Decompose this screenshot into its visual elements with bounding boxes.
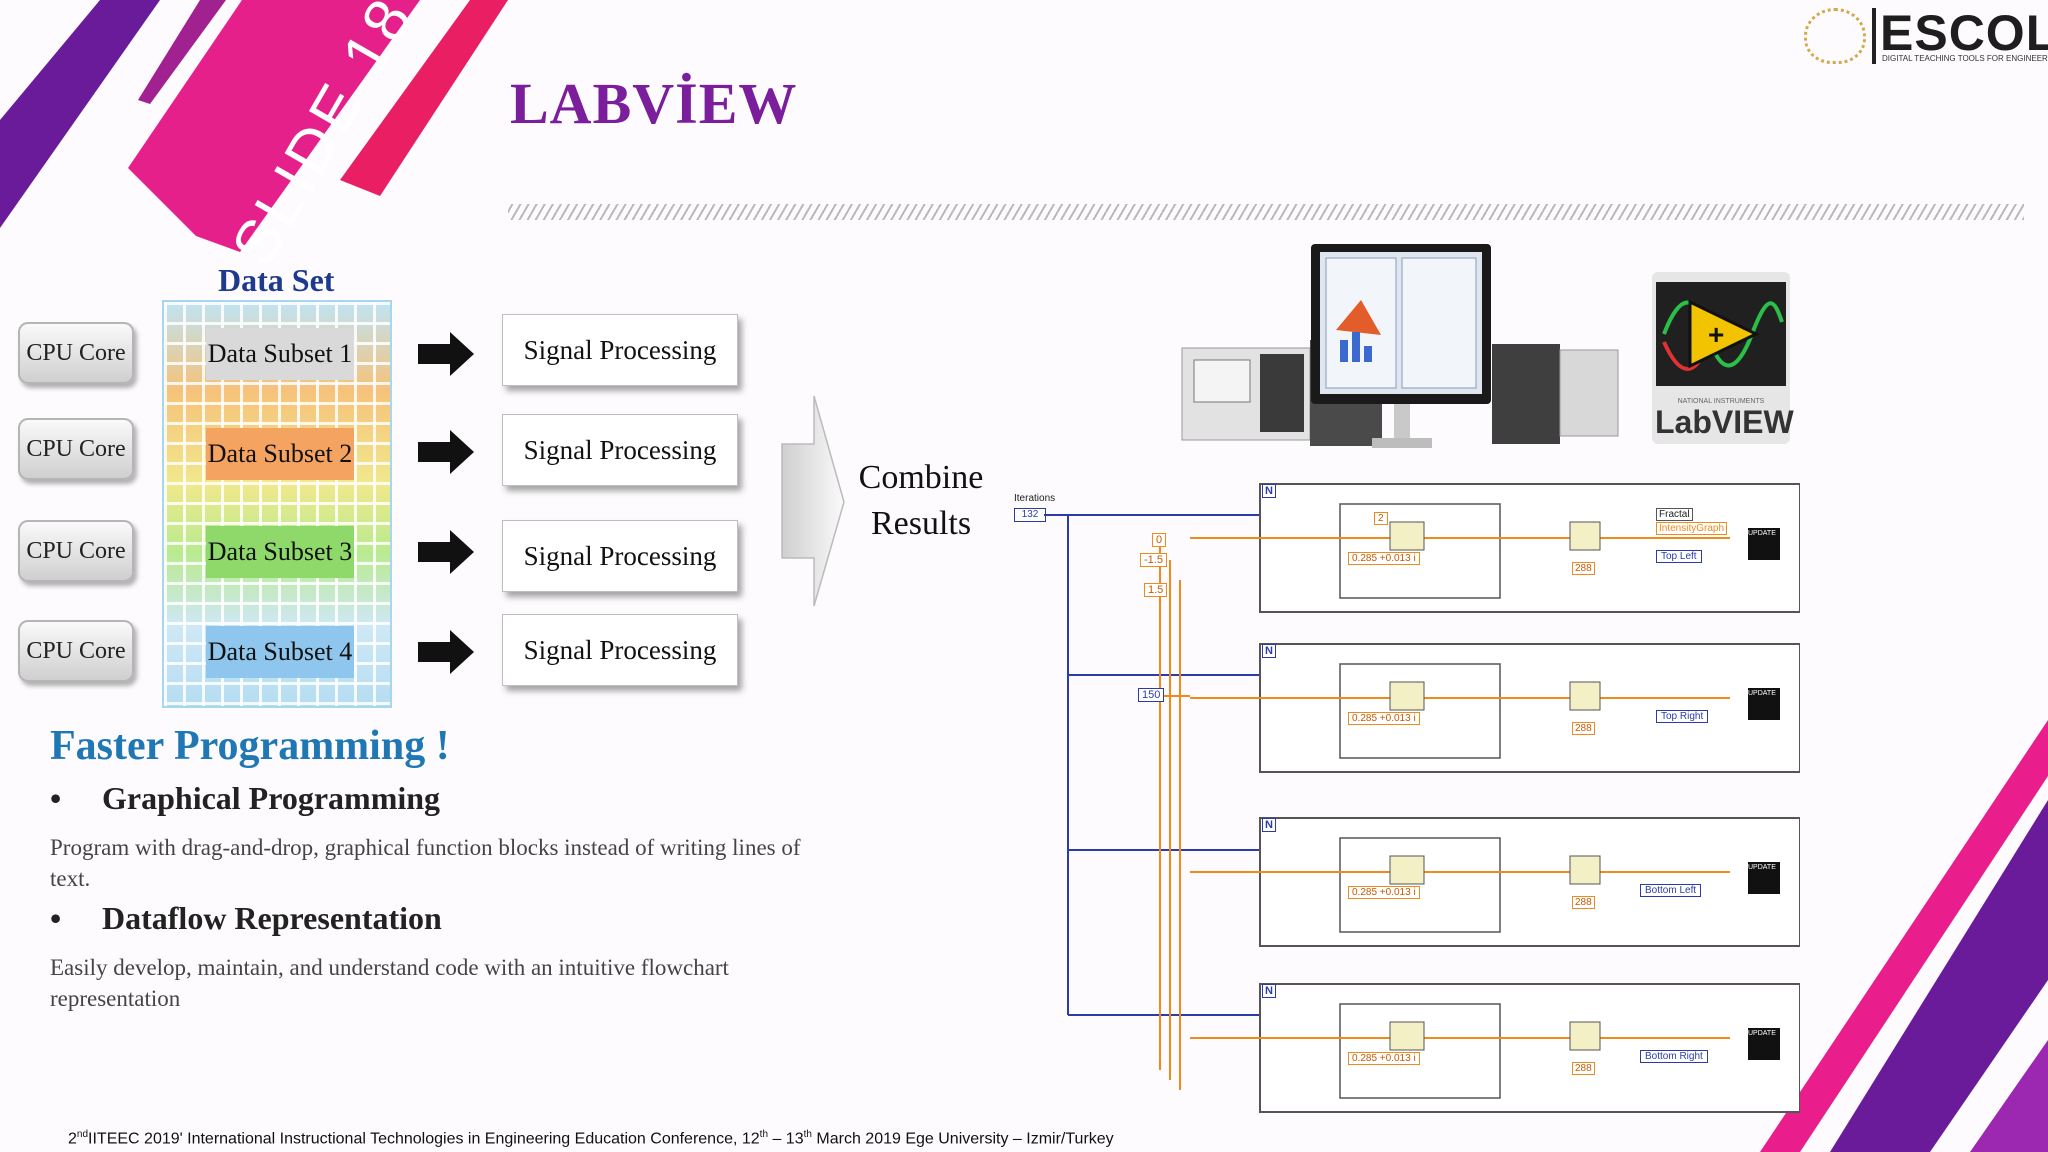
title-divider: [508, 204, 2024, 220]
footer-sup: nd: [76, 1129, 89, 1140]
iterations-label: Iterations: [1014, 493, 1056, 504]
constant-two[interactable]: 2: [1374, 512, 1388, 525]
section-heading: Faster Programming !: [50, 723, 450, 769]
conference-footer: 2ndIITEEC 2019' International Instructio…: [68, 1129, 1114, 1148]
loop-count-terminal: N: [1262, 984, 1276, 998]
footer-text: IITEEC 2019' International Instructional…: [88, 1130, 760, 1148]
position-selector-4[interactable]: Bottom Right: [1640, 1050, 1708, 1063]
data-subset-2: Data Subset 2: [206, 428, 354, 480]
constant-size[interactable]: 150: [1138, 688, 1165, 702]
bullet-text: Dataflow Representation: [102, 900, 442, 936]
arrow-right-icon: [418, 332, 474, 376]
slide-title: LABVİEW: [510, 71, 798, 136]
exp-constant[interactable]: 288: [1572, 1062, 1595, 1075]
cpu-core-2: CPU Core: [18, 418, 134, 480]
corner-stripes-top-left: [0, 0, 508, 252]
combine-chevron-icon: [781, 395, 845, 607]
loop-count-terminal: N: [1262, 644, 1276, 658]
complex-constant[interactable]: 0.285 +0.013 i: [1348, 712, 1420, 725]
brain-icon: [1804, 8, 1866, 64]
footer-text: 2: [68, 1130, 77, 1148]
exp-constant[interactable]: 288: [1572, 562, 1595, 575]
position-selector-3[interactable]: Bottom Left: [1640, 884, 1702, 897]
cpu-core-1: CPU Core: [18, 322, 134, 384]
loop-count-terminal: N: [1262, 484, 1276, 498]
exp-constant[interactable]: 288: [1572, 722, 1595, 735]
svg-text:+: +: [1708, 319, 1724, 350]
update-label: UPDATE: [1748, 1030, 1776, 1037]
arrow-right-icon: [418, 430, 474, 474]
intensity-graph-ref[interactable]: IntensityGraph: [1656, 522, 1728, 535]
combine-line-2: Results: [870, 505, 972, 542]
constant-x-max[interactable]: 1.5: [1144, 583, 1168, 597]
labview-brand: NATIONAL INSTRUMENTS: [1677, 398, 1765, 405]
labview-play-icon: +: [1656, 282, 1786, 386]
ni-hardware-image: [1181, 244, 1619, 448]
complex-constant[interactable]: 0.285 +0.013 i: [1348, 1052, 1420, 1065]
paragraph-graphical-programming: Program with drag-and-drop, graphical fu…: [50, 835, 801, 891]
combine-results-label: Combine Results: [856, 455, 986, 547]
bullet-graphical-programming: • Graphical Programming: [50, 780, 440, 817]
arrow-right-icon: [418, 630, 474, 674]
data-subset-4: Data Subset 4: [206, 626, 354, 678]
logo-tagline: DIGITAL TEACHING TOOLS FOR ENGINEERING L…: [1882, 54, 2048, 63]
cpu-core-4: CPU Core: [18, 620, 134, 682]
update-label: UPDATE: [1748, 530, 1776, 537]
bullet-dataflow-representation: • Dataflow Representation: [50, 900, 442, 937]
block-diagram: [1044, 483, 1800, 1113]
footer-text: March 2019 Ege University – Izmir/Turkey: [811, 1130, 1114, 1148]
position-selector-2[interactable]: Top Right: [1656, 710, 1709, 723]
bullet-marker: •: [50, 900, 62, 936]
paragraph-dataflow-representation: Easily develop, maintain, and understand…: [50, 955, 729, 1011]
complex-constant[interactable]: 0.285 +0.013 i: [1348, 552, 1420, 565]
corner-stripes-bottom-right: [1760, 720, 2048, 1152]
logo-divider: [1872, 8, 1876, 64]
signal-processing-2: Signal Processing: [502, 414, 738, 486]
position-selector-1[interactable]: Top Left: [1656, 550, 1702, 563]
footer-sup: th: [803, 1129, 812, 1140]
footer-sup: th: [759, 1129, 769, 1140]
fractal-label: Fractal: [1656, 508, 1693, 521]
bullet-marker: •: [50, 780, 62, 816]
exp-constant[interactable]: 288: [1572, 896, 1595, 909]
signal-processing-1: Signal Processing: [502, 314, 738, 386]
update-label: UPDATE: [1748, 864, 1776, 871]
complex-constant[interactable]: 0.285 +0.013 i: [1348, 886, 1420, 899]
escola-logo: ESCOLA DIGITAL TEACHING TOOLS FOR ENGINE…: [1800, 4, 2048, 66]
data-subset-3: Data Subset 3: [206, 526, 354, 578]
loop-count-terminal: N: [1262, 818, 1276, 832]
bullet-text: Graphical Programming: [102, 780, 441, 816]
data-subset-1: Data Subset 1: [206, 328, 354, 380]
update-label: UPDATE: [1748, 690, 1776, 697]
labview-wordmark: LabVIEW: [1655, 404, 1794, 440]
signal-processing-3: Signal Processing: [502, 520, 738, 592]
footer-text: – 13: [768, 1130, 804, 1148]
dataset-label: Data Set: [218, 262, 335, 298]
arrow-right-icon: [418, 530, 474, 574]
cpu-core-3: CPU Core: [18, 520, 134, 582]
constant-x-min[interactable]: -1.5: [1140, 553, 1167, 567]
signal-processing-4: Signal Processing: [502, 614, 738, 686]
logo-name: ESCOLA: [1880, 5, 2048, 61]
combine-line-1: Combine: [858, 459, 984, 496]
constant-x-start[interactable]: 0: [1152, 533, 1167, 547]
